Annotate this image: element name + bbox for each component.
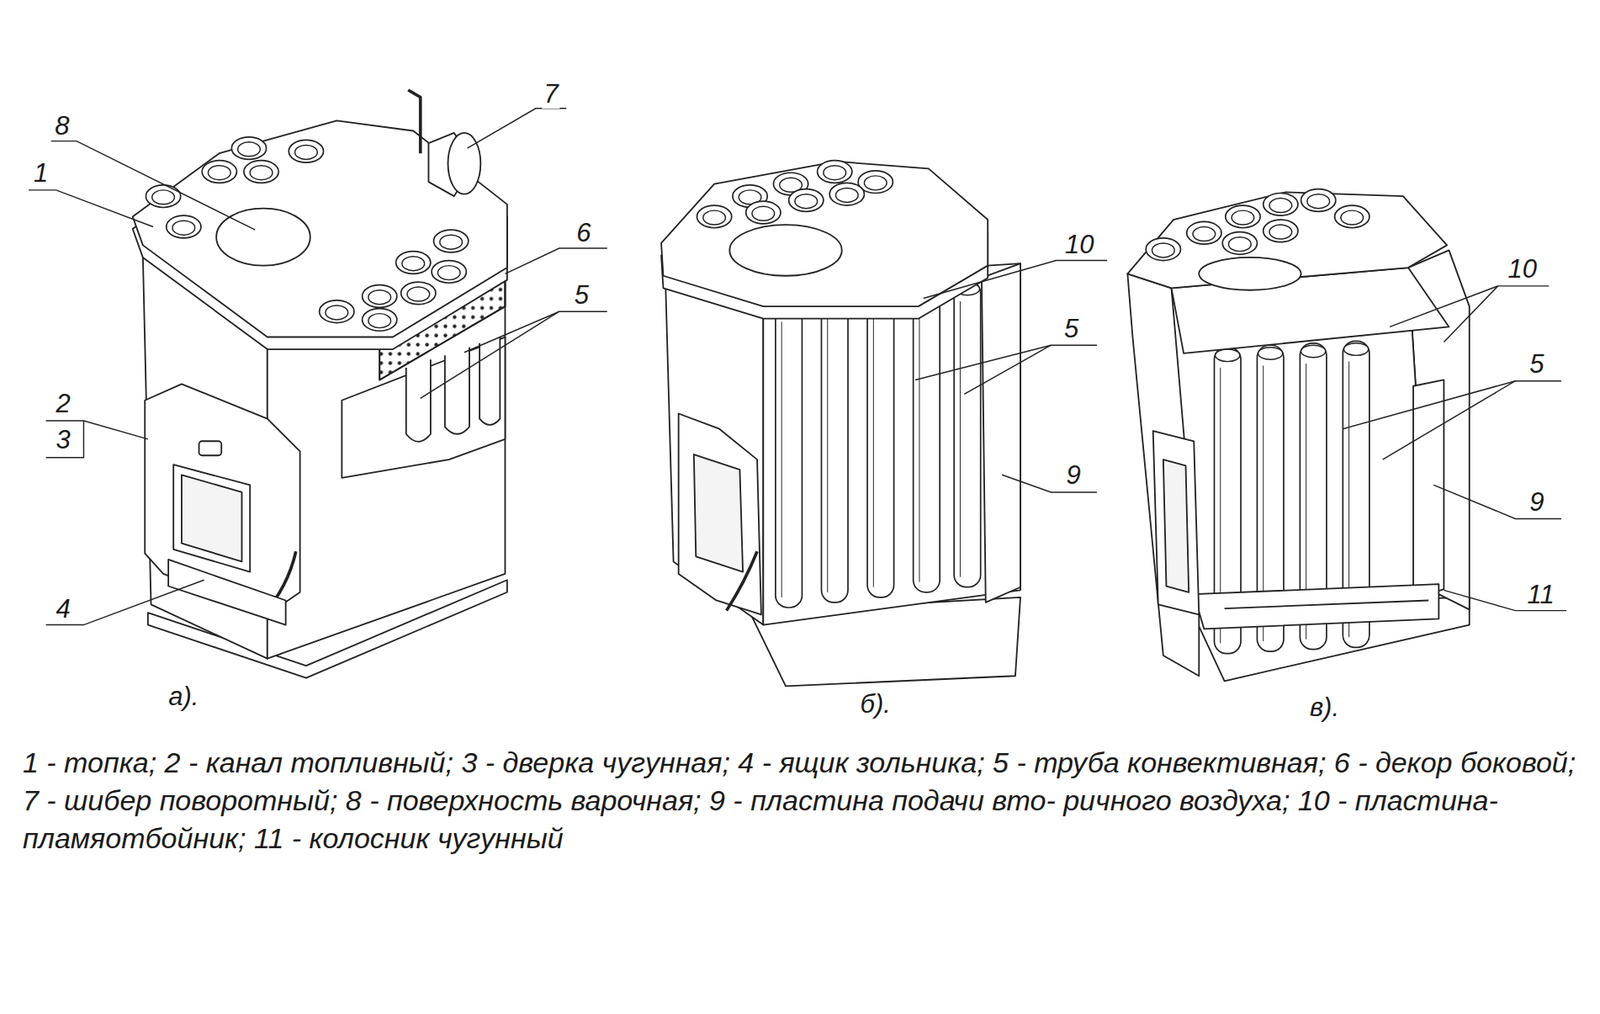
ash-drawer [168, 559, 286, 626]
pipe-cutout [341, 337, 505, 478]
callout-number: 9 [1064, 460, 1082, 490]
callout-number: 10 [1063, 230, 1096, 260]
subfigure-label: б). [858, 689, 893, 719]
callout-number: 3 [54, 425, 73, 455]
callout-number: 5 [1062, 314, 1081, 344]
cooking-top [132, 120, 508, 337]
callout-number: 5 [572, 280, 591, 310]
callout-number: 7 [541, 79, 560, 109]
subfigure-label: а). [166, 682, 201, 711]
callout-number: 10 [1506, 254, 1539, 284]
callout-number: 9 [1527, 487, 1546, 517]
callout-number: 5 [1527, 349, 1546, 379]
air-plate [981, 263, 1021, 603]
callout-number: 8 [52, 111, 71, 141]
callout-number: 11 [1525, 580, 1557, 610]
subfigure-label: в). [1308, 693, 1341, 722]
callout-number: 4 [54, 594, 73, 624]
callout-number: 2 [54, 389, 73, 419]
callout-number: 1 [31, 158, 50, 188]
figure-caption: 1 - топка; 2 - канал топливный; 3 - двер… [22, 743, 1588, 858]
leader-lines [28, 108, 1567, 626]
grate [1193, 583, 1439, 629]
callout-number: 6 [574, 218, 593, 248]
